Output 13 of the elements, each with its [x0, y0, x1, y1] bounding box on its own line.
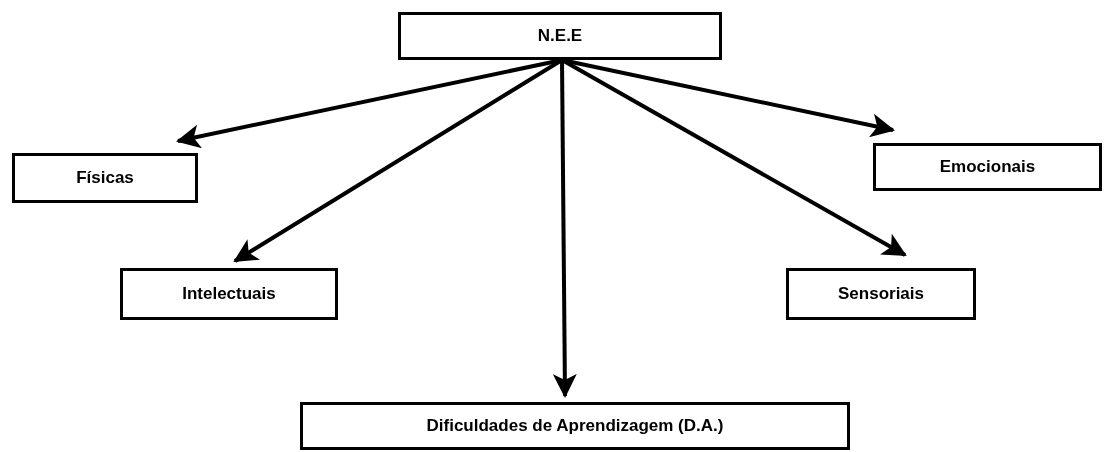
category-box	[873, 143, 1102, 191]
category-label: Intelectuais	[182, 284, 276, 304]
category-box	[398, 12, 722, 60]
category-label: Sensoriais	[838, 284, 924, 304]
category-box	[300, 402, 850, 450]
category-box	[12, 153, 198, 203]
category-label: Dificuldades de Aprendizagem (D.A.)	[426, 416, 724, 436]
arrow	[552, 60, 577, 398]
category-box	[786, 268, 976, 320]
category-label: Emocionais	[939, 157, 1036, 177]
category-box	[120, 268, 338, 320]
category-label: N.E.E	[537, 26, 583, 46]
category-label: Físicas	[76, 168, 134, 188]
